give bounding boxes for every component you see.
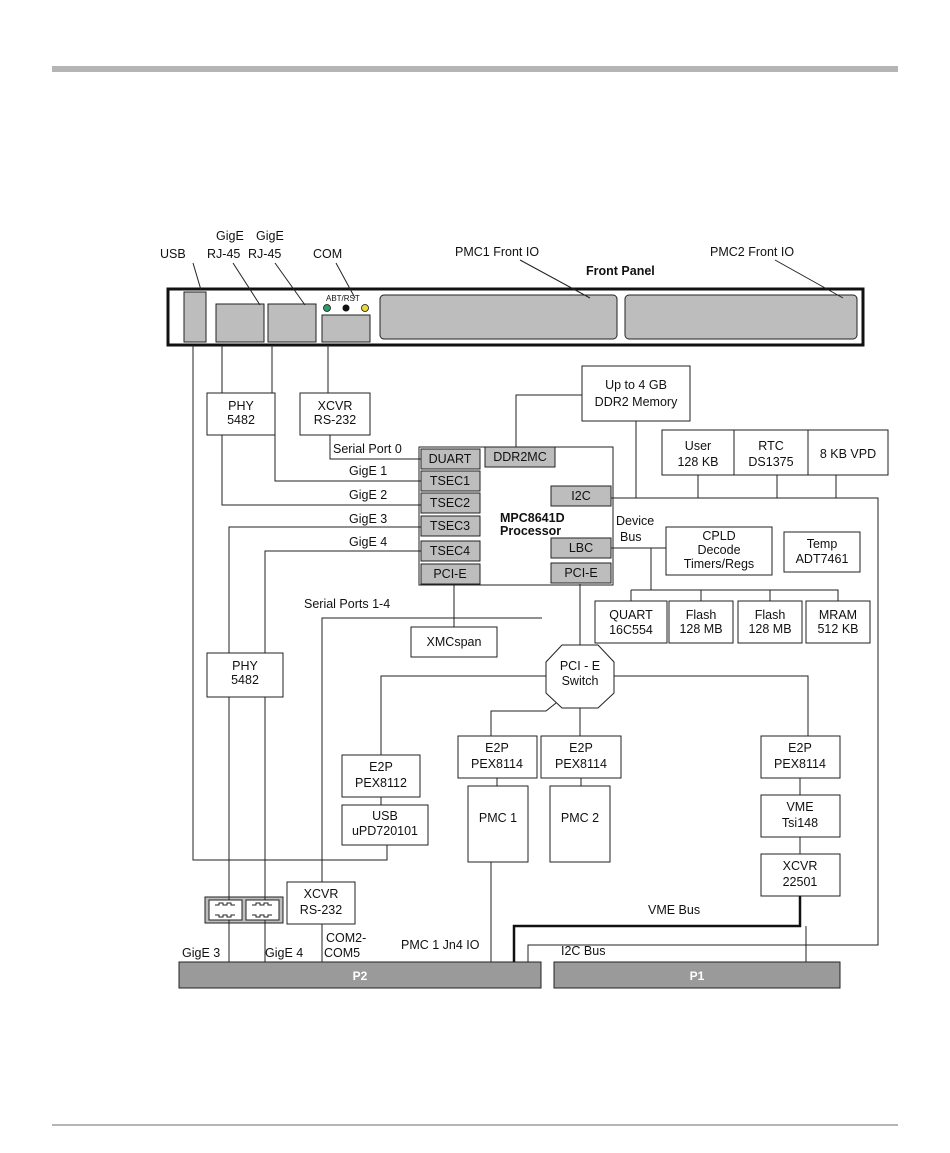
xmcspan-label: XMCspan bbox=[427, 635, 482, 649]
e2p-8112-line1: E2P bbox=[369, 760, 393, 774]
flash1-line2: 128 MB bbox=[679, 622, 722, 636]
pmc1-jn4-io-label: PMC 1 Jn4 IO bbox=[401, 938, 480, 952]
e2p-8114-a-line1: E2P bbox=[485, 741, 509, 755]
e2p-8114-b-line2: PEX8114 bbox=[555, 757, 607, 771]
rj45-label-1: RJ-45 bbox=[207, 247, 240, 261]
p1-connector bbox=[553, 961, 841, 989]
phy-top-line2: 5482 bbox=[227, 413, 255, 427]
com2-label: COM2- bbox=[326, 931, 366, 945]
pcie-switch-line1: PCI - E bbox=[560, 659, 600, 673]
xcvr-top-line2: RS-232 bbox=[314, 413, 356, 427]
e2p-8114-a-line2: PEX8114 bbox=[471, 757, 523, 771]
phy-mid-line1: PHY bbox=[232, 659, 258, 673]
temp-line1: Temp bbox=[807, 537, 838, 551]
i2c-bus-label: I2C Bus bbox=[561, 944, 605, 958]
gige2-label: GigE 2 bbox=[349, 488, 387, 502]
xcvr-top-line1: XCVR bbox=[318, 399, 353, 413]
xcvr-bottom-line2: RS-232 bbox=[300, 903, 342, 917]
gige3-label: GigE 3 bbox=[349, 512, 387, 526]
xcvr-bottom-line1: XCVR bbox=[304, 887, 339, 901]
duart-label: DUART bbox=[429, 452, 472, 466]
p1-label: P1 bbox=[690, 969, 705, 983]
pcie-switch-line2: Switch bbox=[562, 674, 599, 688]
pmc1-label: PMC 1 bbox=[479, 811, 517, 825]
cpld-line3: Timers/Regs bbox=[684, 557, 754, 571]
quart-line1: QUART bbox=[609, 608, 653, 622]
gige4-label: GigE 4 bbox=[349, 535, 387, 549]
e2p-8114-b-line1: E2P bbox=[569, 741, 593, 755]
flash1-line1: Flash bbox=[686, 608, 717, 622]
rtc-line2: DS1375 bbox=[748, 455, 793, 469]
com-label: COM bbox=[313, 247, 342, 261]
serial-ports-1-4-label: Serial Ports 1-4 bbox=[304, 597, 390, 611]
phy-mid-line2: 5482 bbox=[231, 673, 259, 687]
p2-label: P2 bbox=[353, 969, 368, 983]
cpld-line2: Decode bbox=[697, 543, 740, 557]
xcvr-22501-line2: 22501 bbox=[783, 875, 818, 889]
rj45-label-2: RJ-45 bbox=[248, 247, 281, 261]
tsec2-label: TSEC2 bbox=[430, 496, 470, 510]
gige1-label: GigE 1 bbox=[349, 464, 387, 478]
user-flash-line2: 128 KB bbox=[677, 455, 718, 469]
tsec1-label: TSEC1 bbox=[430, 474, 470, 488]
xcvr-22501-line1: XCVR bbox=[783, 859, 818, 873]
processor-line1: MPC8641D bbox=[500, 511, 565, 525]
pmc1-front-io-label: PMC1 Front IO bbox=[455, 245, 539, 259]
ddr2-memory-line2: DDR2 Memory bbox=[595, 395, 678, 409]
flash2-line1: Flash bbox=[755, 608, 786, 622]
pmc2-label: PMC 2 bbox=[561, 811, 599, 825]
ddr2mc-label: DDR2MC bbox=[493, 450, 546, 464]
processor-block: DUART DDR2MC TSEC1 TSEC2 TSEC3 TSEC4 PCI… bbox=[418, 446, 614, 586]
cpld-line1: CPLD bbox=[702, 529, 735, 543]
tsec4-label: TSEC4 bbox=[430, 544, 470, 558]
mram-line1: MRAM bbox=[819, 608, 857, 622]
usb-chip-line1: USB bbox=[372, 809, 398, 823]
device-bus-line2: Bus bbox=[620, 530, 642, 544]
gige-label-1: GigE bbox=[216, 229, 244, 243]
gige-label-2: GigE bbox=[256, 229, 284, 243]
quart-line2: 16C554 bbox=[609, 623, 653, 637]
front-panel: ABT/RST bbox=[166, 287, 865, 347]
phy-top-line1: PHY bbox=[228, 399, 254, 413]
bottom-rule bbox=[52, 1124, 898, 1126]
ddr2-memory-line1: Up to 4 GB bbox=[605, 378, 667, 392]
i2c-label: I2C bbox=[571, 489, 590, 503]
usb-label: USB bbox=[160, 247, 186, 261]
magnetics bbox=[204, 896, 284, 924]
led-yellow bbox=[361, 304, 369, 312]
lbc-label: LBC bbox=[569, 541, 593, 555]
e2p-8112-line2: PEX8112 bbox=[355, 776, 407, 790]
device-bus-line1: Device bbox=[616, 514, 654, 528]
led-green bbox=[323, 304, 331, 312]
vme-line1: VME bbox=[786, 800, 813, 814]
vme-line2: Tsi148 bbox=[782, 816, 818, 830]
tsec3-label: TSEC3 bbox=[430, 519, 470, 533]
vme-bus-label: VME Bus bbox=[648, 903, 700, 917]
gige3-bottom-label: GigE 3 bbox=[182, 946, 220, 960]
temp-line2: ADT7461 bbox=[796, 552, 849, 566]
top-rule bbox=[52, 66, 898, 72]
vpd-label: 8 KB VPD bbox=[820, 447, 876, 461]
led-black bbox=[342, 304, 350, 312]
com5-label: COM5 bbox=[324, 946, 360, 960]
mram-line2: 512 KB bbox=[817, 622, 858, 636]
rtc-line1: RTC bbox=[758, 439, 783, 453]
pcie-left-label: PCI-E bbox=[433, 567, 466, 581]
pmc2-front-io-label: PMC2 Front IO bbox=[710, 245, 794, 259]
processor-line2: Processor bbox=[500, 524, 561, 538]
front-panel-label: Front Panel bbox=[586, 264, 655, 278]
serial-port-0-label: Serial Port 0 bbox=[333, 442, 402, 456]
usb-chip-line2: uPD720101 bbox=[352, 824, 418, 838]
e2p-8114-c-line2: PEX8114 bbox=[774, 757, 826, 771]
p2-connector bbox=[178, 961, 542, 989]
e2p-8114-c-line1: E2P bbox=[788, 741, 812, 755]
abt-rst-label: ABT/RST bbox=[326, 294, 360, 303]
gige4-bottom-label: GigE 4 bbox=[265, 946, 303, 960]
pcie-right-label: PCI-E bbox=[564, 566, 597, 580]
flash2-line2: 128 MB bbox=[748, 622, 791, 636]
user-flash-line1: User bbox=[685, 439, 711, 453]
